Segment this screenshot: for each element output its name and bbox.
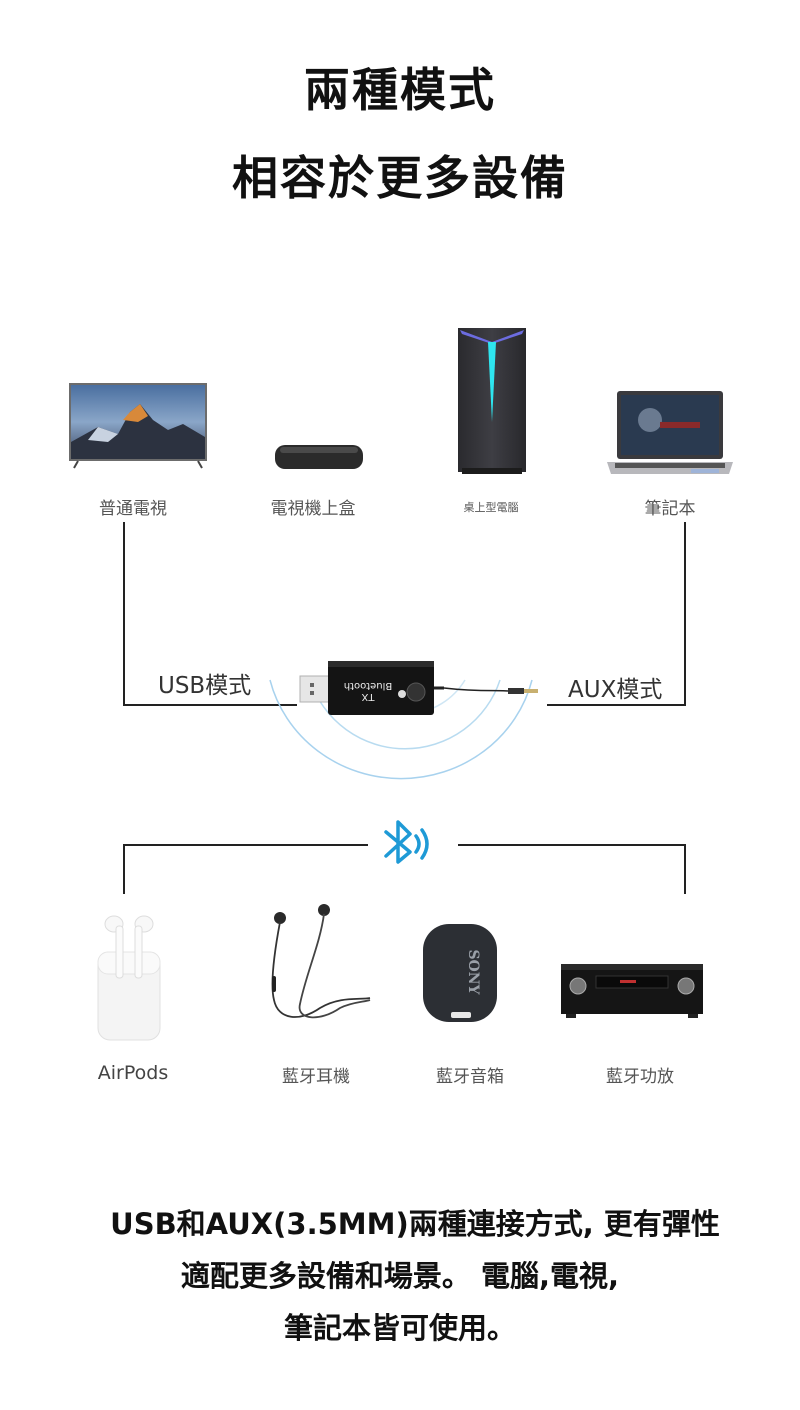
bluetooth-signal-icon — [380, 818, 436, 874]
transmitter-brand: Bluetooth — [343, 680, 393, 691]
description-line-1: USB和AUX(3.5MM)兩種連接方式, 更有彈性 — [110, 1207, 720, 1241]
receiver-label-airpods: AirPods — [97, 1062, 169, 1084]
aux-mode-label: AUX模式 — [568, 677, 663, 703]
page-subtitle: 相容於更多設備 — [232, 151, 568, 205]
source-label-laptop: 筆記本 — [644, 499, 696, 519]
av-amplifier-icon — [560, 962, 704, 1020]
bluetooth-transmitter: TX Bluetooth — [298, 658, 548, 718]
transmitter-model: TX — [361, 691, 375, 702]
receiver-connector-line-right — [458, 844, 686, 846]
receiver-connector-line-left-v — [123, 844, 125, 894]
aux-connector-line-h — [547, 704, 686, 706]
description-line-3: 筆記本皆可使用。 — [283, 1311, 516, 1345]
usb-connector-line-h — [123, 704, 297, 706]
page-title: 兩種模式 — [304, 63, 496, 117]
source-label-desktop: 桌上型電腦 — [463, 501, 519, 514]
bluetooth-speaker-icon: SONY — [421, 922, 499, 1024]
source-label-tv: 普通電視 — [99, 499, 167, 519]
usb-connector-line — [123, 522, 125, 706]
receiver-connector-line-right-v — [684, 844, 686, 894]
source-label-set-top-box: 電視機上盒 — [270, 499, 356, 519]
desktop-pc-icon — [456, 326, 528, 476]
receiver-label-earphones: 藍牙耳機 — [282, 1067, 350, 1087]
bluetooth-earphones-icon — [260, 904, 372, 1026]
receiver-label-amplifier: 藍牙功放 — [606, 1067, 674, 1087]
speaker-brand: SONY — [465, 949, 481, 995]
description-line-2: 適配更多設備和場景。 電腦,電視, — [180, 1259, 620, 1293]
receiver-connector-line-left — [123, 844, 368, 846]
airpods-icon — [94, 912, 164, 1042]
set-top-box-icon — [274, 444, 364, 472]
laptop-icon — [605, 390, 735, 476]
usb-mode-label: USB模式 — [158, 673, 252, 699]
aux-connector-line — [684, 522, 686, 706]
receiver-label-speaker: 藍牙音箱 — [436, 1067, 504, 1087]
tv-icon — [68, 382, 208, 472]
